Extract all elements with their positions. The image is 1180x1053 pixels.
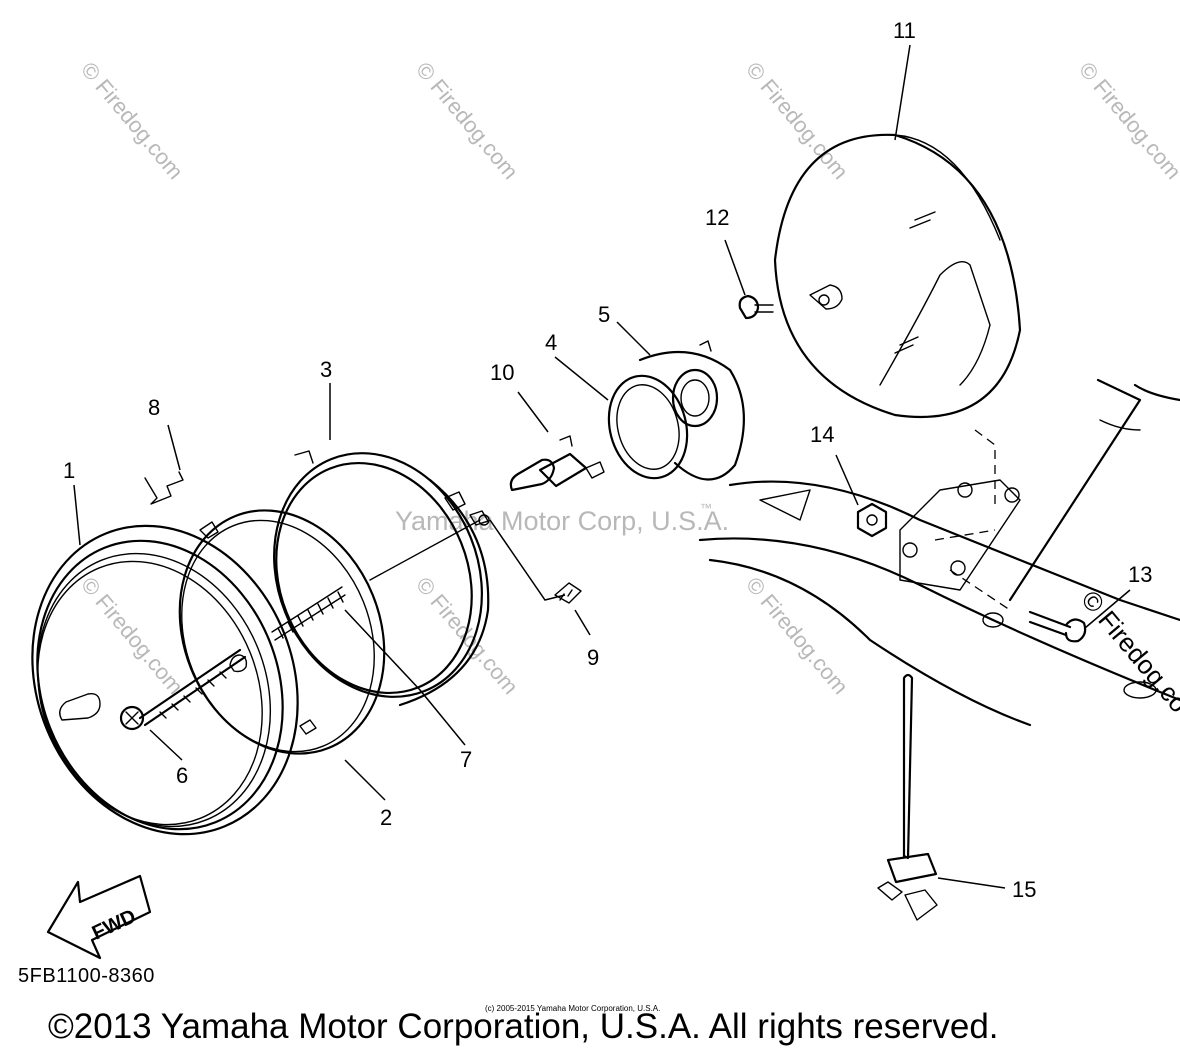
callout-2: 2 — [380, 805, 392, 830]
callout-3: 3 — [320, 357, 332, 382]
callout-5: 5 — [598, 302, 610, 327]
watermark-text: © Firedog.com — [76, 57, 188, 184]
callout-7: 7 — [460, 747, 472, 772]
part-6-screw — [119, 648, 247, 731]
part-12-bolt — [738, 294, 774, 320]
callout-1: 1 — [63, 458, 75, 483]
callout-8: 8 — [148, 395, 160, 420]
callout-12: 12 — [705, 205, 729, 230]
callout-4: 4 — [545, 330, 557, 355]
callout-6: 6 — [176, 763, 188, 788]
callout-14: 14 — [810, 422, 834, 447]
part-1-rim — [31, 524, 299, 836]
part-8-clip — [144, 471, 184, 505]
watermark-text: © Firedog.com — [741, 572, 853, 699]
part-5-socket-cover — [638, 340, 745, 481]
watermark-edge: © Firedog.co — [1075, 585, 1180, 719]
part-15-cable-tie — [877, 673, 938, 921]
callout-13: 13 — [1128, 562, 1152, 587]
part-3-lens-unit — [273, 450, 490, 707]
leader-lines — [73, 44, 1131, 889]
copyright: ©2013 Yamaha Motor Corporation, U.S.A. A… — [48, 1007, 999, 1046]
callout-11: 11 — [893, 18, 916, 43]
callout-9: 9 — [587, 645, 599, 670]
part-10-bulb — [509, 435, 605, 492]
part-9-nut — [554, 582, 582, 604]
watermark-text: © Firedog.com — [411, 572, 523, 699]
callout-labels: 1 2 3 4 5 6 7 8 9 10 11 12 13 14 15 — [63, 18, 1152, 902]
callout-15: 15 — [1012, 877, 1036, 902]
fwd-label: FWD — [89, 905, 140, 944]
watermark-text: © Firedog.com — [741, 57, 853, 184]
small-notice: (c) 2005-2015 Yamaha Motor Corporation, … — [485, 1004, 660, 1013]
callout-10: 10 — [490, 360, 514, 385]
part-7-spring — [271, 586, 346, 641]
stem-bracket — [698, 378, 1180, 727]
part-13-bolt — [1028, 610, 1087, 643]
part-code: 5FB1100-8360 — [18, 965, 155, 987]
watermark-text: © Firedog.com — [76, 572, 188, 699]
fwd-arrow: FWD — [46, 874, 152, 960]
part-11-housing — [773, 133, 1022, 419]
part-2-ring — [178, 509, 386, 755]
watermark-center: Yamaha Motor Corp, U.S.A. — [395, 506, 729, 536]
watermark-layer: © Firedog.com © Firedog.com © Firedog.co… — [76, 57, 1180, 718]
part-14-nut — [856, 502, 888, 538]
watermark-text: © Firedog.com — [411, 57, 523, 184]
watermark-text: © Firedog.com — [1074, 57, 1180, 184]
part-4-socket-ring — [607, 374, 689, 480]
watermark-tm: ™ — [700, 501, 712, 515]
